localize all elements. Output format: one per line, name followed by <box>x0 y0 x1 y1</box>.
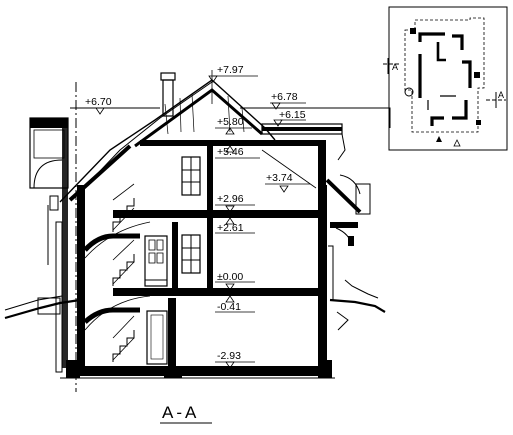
level-triangle-icon <box>225 283 235 291</box>
key-plan-partition <box>427 95 456 110</box>
door-basement <box>146 310 168 365</box>
level-triangle-icon <box>225 295 235 303</box>
wall-right-outer <box>318 185 327 371</box>
slab-first-floor <box>113 210 327 218</box>
side-window-right <box>355 183 371 215</box>
level-triangle-icon <box>273 119 283 127</box>
level-triangle-icon <box>225 127 235 135</box>
stair-landing-lower <box>83 307 140 324</box>
walls <box>66 140 332 378</box>
attic-hatch <box>164 93 245 135</box>
level-triangle-icon <box>271 102 281 110</box>
key-plan-outline <box>404 17 485 133</box>
balcony-slab-top <box>30 118 68 128</box>
level-triangle-icon <box>225 145 235 153</box>
footing-right <box>318 360 332 378</box>
column-left-tall <box>62 118 68 368</box>
level-ground-floor: ±0.00 <box>217 271 243 283</box>
openings <box>144 156 201 365</box>
window-well-left <box>37 297 61 315</box>
level-markers <box>84 75 317 369</box>
door-first-floor <box>144 235 168 287</box>
key-plan-frame <box>388 6 508 151</box>
section-title: A-A <box>162 403 199 422</box>
bracket-block <box>348 236 354 246</box>
level-first-floor: +2.61 <box>217 222 244 234</box>
door-panels <box>148 239 164 264</box>
level-attic-ceiling: +5.80 <box>217 116 244 128</box>
key-plan-stair <box>404 87 414 97</box>
balcony-window <box>33 129 65 159</box>
level-eave-left: +6.70 <box>85 96 112 108</box>
chimney <box>162 79 174 117</box>
column-left <box>49 195 59 211</box>
wall-basement-center <box>168 298 176 370</box>
key-plan-column <box>476 120 481 125</box>
stair-sweep <box>84 221 151 259</box>
level-eave-right: +6.78 <box>271 91 298 103</box>
eave-frame <box>335 107 391 128</box>
footing-left <box>66 360 80 378</box>
level-triangle-icon <box>225 205 235 213</box>
ground-line-right <box>329 298 386 313</box>
level-triangle-icon <box>95 107 105 115</box>
stair-sweep <box>84 295 151 331</box>
stair-flight-upper <box>112 198 135 232</box>
wall-inner-first <box>172 222 178 290</box>
right-balcony <box>325 174 371 300</box>
level-dormer: +3.74 <box>266 172 293 184</box>
chimney-cap <box>160 72 176 81</box>
key-plan: A A <box>383 6 508 151</box>
level-ridge: +7.97 <box>217 64 244 76</box>
key-plan-column <box>474 72 480 78</box>
balcony-arch <box>33 159 63 189</box>
roof <box>59 70 391 203</box>
gutter-right <box>337 133 346 161</box>
level-triangle-icon <box>225 217 235 225</box>
ground-line-right-lower <box>336 311 349 331</box>
level-triangle-icon <box>208 75 218 83</box>
stair-flight-basement <box>112 330 135 362</box>
slab-ground-floor <box>113 288 327 296</box>
slab-attic <box>140 140 325 146</box>
wall-right-step <box>328 245 334 300</box>
stair-rail-middle <box>112 239 135 285</box>
stair-rail-upper <box>112 183 135 231</box>
level-labels: +7.97 +6.70 +6.78 +6.15 +5.80 +5.46 +3.7… <box>85 64 306 362</box>
section-mark-right: A <box>498 90 504 100</box>
level-ground-slab: -0.41 <box>217 301 241 313</box>
entry-triangle-icon <box>436 136 442 142</box>
slab-basement <box>66 366 332 376</box>
stair-rail-basement <box>112 315 135 361</box>
dormer-slope-line <box>261 149 317 189</box>
key-plan-column <box>410 28 416 34</box>
key-plan-walls <box>418 32 472 126</box>
entry-triangle-icon <box>453 139 461 147</box>
level-first-ceiling: +2.96 <box>217 193 244 205</box>
ground-line-left <box>4 298 81 320</box>
section-mark-left: A <box>392 62 398 72</box>
canopy-beam <box>325 178 362 214</box>
footing-center <box>164 366 182 378</box>
balcony-slab-right <box>330 222 358 228</box>
stair-flight-middle <box>112 254 135 286</box>
wall-right-attic <box>318 140 326 188</box>
level-attic-floor: +5.46 <box>217 146 244 158</box>
level-eave-right-low: +6.15 <box>279 109 306 121</box>
staircase <box>83 183 151 362</box>
level-triangle-icon <box>279 185 289 193</box>
stair-landing-upper <box>83 233 140 252</box>
door-basement-panel <box>150 314 164 360</box>
key-plan-inner-wall <box>436 42 446 62</box>
column-left-shaft <box>55 221 63 373</box>
level-triangle-icon <box>225 361 235 369</box>
level-basement: -2.93 <box>217 350 241 362</box>
ground <box>4 279 386 379</box>
terrace-steps <box>344 279 379 299</box>
canopy-bracket <box>339 174 361 195</box>
left-balcony <box>29 117 69 373</box>
wall-left-outer <box>77 185 85 371</box>
